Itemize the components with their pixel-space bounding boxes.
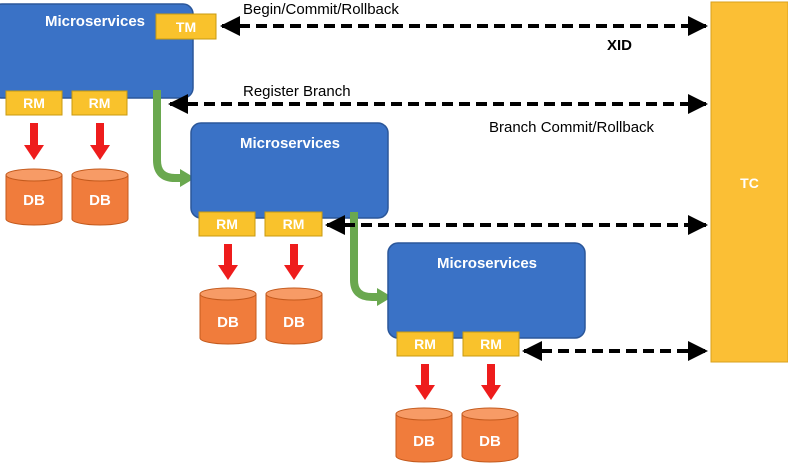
- rm-label-2a: RM: [216, 216, 238, 232]
- rm-label-3b: RM: [480, 336, 502, 352]
- xid-label: XID: [607, 37, 632, 54]
- db-cylinder-3b: [461, 407, 519, 463]
- branch-commit-rollback-label: Branch Commit/Rollback: [489, 119, 655, 136]
- rm-box-3b: [462, 331, 520, 357]
- red-arrow-2a: [218, 244, 238, 280]
- rm-label-1a: RM: [23, 95, 45, 111]
- microservice-label-1: Microservices: [45, 13, 145, 30]
- rm-box-2b: [264, 211, 323, 237]
- tm-box: [155, 13, 217, 40]
- rm-box-1a: [5, 90, 63, 116]
- db-label-2a: DB: [217, 314, 239, 331]
- microservice-label-3: Microservices: [437, 255, 537, 272]
- rm-box-3a: [396, 331, 454, 357]
- db-label-1a: DB: [23, 192, 45, 209]
- db-cylinder-1b: [71, 168, 129, 226]
- red-arrow-1b: [90, 123, 110, 160]
- red-arrow-2b: [284, 244, 304, 280]
- green-arrow-2: [350, 212, 392, 306]
- rm-box-1b: [71, 90, 128, 116]
- db-label-3a: DB: [413, 433, 435, 450]
- db-cylinder-3a: [395, 407, 453, 463]
- db-cylinder-1a: [5, 168, 63, 226]
- tc-box: [710, 1, 788, 363]
- begin-commit-rollback-label: Begin/Commit/Rollback: [243, 1, 399, 18]
- green-arrow-1: [153, 90, 195, 187]
- tc-label: TC: [740, 175, 759, 191]
- db-label-3b: DB: [479, 433, 501, 450]
- red-arrow-3b: [481, 364, 501, 400]
- db-label-2b: DB: [283, 314, 305, 331]
- db-cylinder-2b: [265, 287, 323, 345]
- rm-box-2a: [198, 211, 256, 237]
- microservice-label-2: Microservices: [240, 135, 340, 152]
- rm-label-1b: RM: [89, 95, 111, 111]
- tm-label: TM: [176, 19, 196, 35]
- red-arrow-3a: [415, 364, 435, 400]
- register-branch-label: Register Branch: [243, 83, 351, 100]
- db-label-1b: DB: [89, 192, 111, 209]
- rm-label-3a: RM: [414, 336, 436, 352]
- red-arrow-1a: [24, 123, 44, 160]
- db-cylinder-2a: [199, 287, 257, 345]
- rm-label-2b: RM: [283, 216, 305, 232]
